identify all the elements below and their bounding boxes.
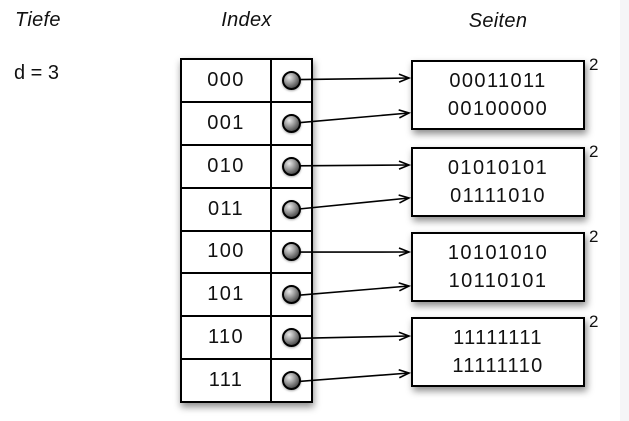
index-key: 000 xyxy=(182,60,272,101)
page-entry: 10110101 xyxy=(448,270,548,292)
page-entry: 00100000 xyxy=(447,98,549,120)
page-entry: 10101010 xyxy=(447,242,549,264)
local-depth-value: 2 xyxy=(589,142,599,161)
index-row: 110 xyxy=(182,317,311,361)
page-box: 11111111 11111110 xyxy=(411,317,585,387)
pointer-cell xyxy=(272,317,311,358)
arrow-line xyxy=(298,331,412,341)
window-edge-strip xyxy=(620,0,629,421)
index-row: 010 xyxy=(182,145,311,189)
arrow-line xyxy=(298,282,412,296)
index-row: 000 xyxy=(182,60,311,103)
index-key: 110 xyxy=(182,317,272,359)
pointer-cell xyxy=(272,60,311,101)
index-key: 100 xyxy=(182,231,272,273)
depth-column-title: Tiefe xyxy=(15,9,61,31)
index-key: 011 xyxy=(182,188,272,230)
index-key: 010 xyxy=(182,145,272,187)
page-entry: 00011011 xyxy=(449,70,547,92)
index-key: 001 xyxy=(182,102,272,144)
pointer-cell xyxy=(272,232,311,273)
pointer-dot-icon xyxy=(282,242,301,262)
local-depth-value: 2 xyxy=(589,312,599,331)
page-entry: 01010101 xyxy=(447,157,549,179)
page-box: 01010101 01111010 xyxy=(411,147,585,217)
page-entry: 11111110 xyxy=(452,355,544,377)
pointer-cell xyxy=(272,360,311,401)
arrow-line xyxy=(298,73,412,83)
arrow-line xyxy=(298,160,412,170)
pointer-dot-icon xyxy=(282,70,301,90)
pointer-cell xyxy=(272,274,311,315)
arrow-line xyxy=(298,109,412,124)
arrow-line xyxy=(298,369,412,383)
index-column-title: Index xyxy=(221,9,272,31)
pointer-cell xyxy=(272,189,311,230)
index-row: 111 xyxy=(182,360,311,401)
pointer-dot-icon xyxy=(282,199,301,219)
global-depth-value: d = 3 xyxy=(14,62,60,84)
index-key: 101 xyxy=(182,274,272,316)
index-key: 111 xyxy=(182,360,272,401)
pointer-cell xyxy=(272,103,311,144)
local-depth-value: 2 xyxy=(589,227,599,246)
page-entry: 01111010 xyxy=(450,185,546,207)
index-row: 101 xyxy=(182,274,311,318)
pointer-dot-icon xyxy=(282,113,301,133)
pages-column-title: Seiten xyxy=(468,10,528,32)
arrow-line xyxy=(298,194,412,210)
index-row: 011 xyxy=(182,188,311,232)
pointer-dot-icon xyxy=(282,328,301,348)
page-box: 00011011 00100000 xyxy=(411,60,585,130)
index-row: 001 xyxy=(182,102,311,146)
page-box: 10101010 10110101 xyxy=(411,232,585,302)
pointer-dot-icon xyxy=(282,371,301,391)
pointer-cell xyxy=(272,146,311,187)
pointer-dot-icon xyxy=(282,156,301,176)
pointer-dot-icon xyxy=(282,285,301,305)
index-table: 000 001 010 011 100 101 110 111 xyxy=(180,58,313,403)
index-row: 100 xyxy=(182,231,311,275)
page-entry: 11111111 xyxy=(453,327,543,349)
local-depth-value: 2 xyxy=(589,55,599,74)
